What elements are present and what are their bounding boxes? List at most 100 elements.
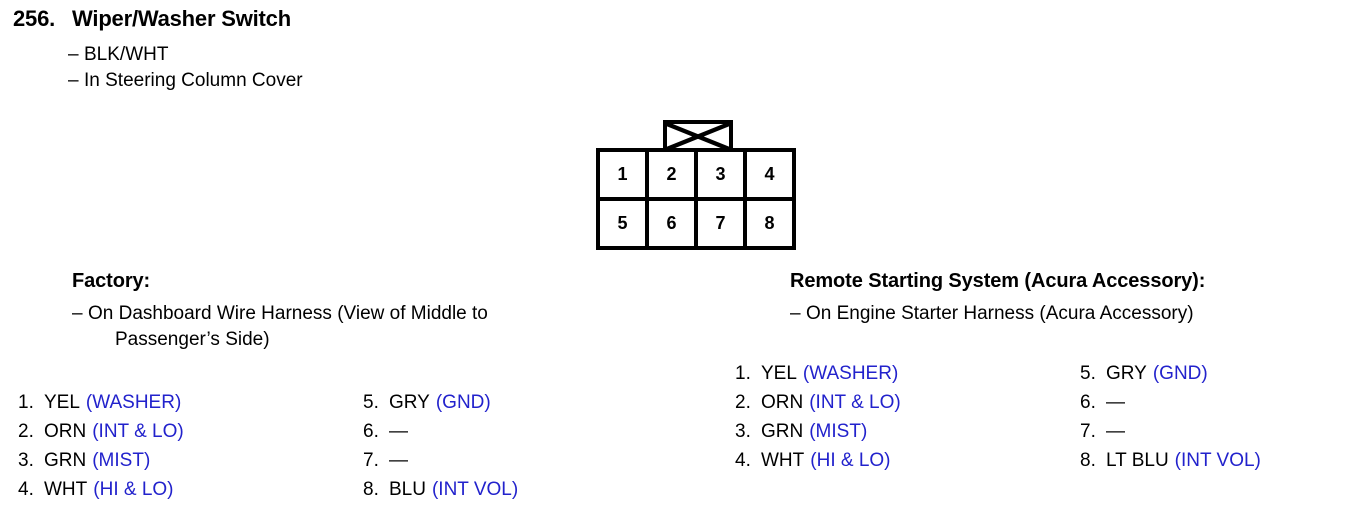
connector-pin-8: 8 (764, 213, 775, 233)
pin-wire-color: GRY (1106, 363, 1147, 384)
pin-wire-color: YEL (761, 363, 797, 384)
connector-pin-2: 2 (649, 152, 698, 197)
header-notes: –BLK/WHT –In Steering Column Cover (68, 42, 303, 94)
list-item: 1. YEL (WASHER) (735, 359, 1080, 388)
factory-pin-lists: 1. YEL (WASHER) 2. ORN (INT & LO) 3. GRN… (18, 388, 708, 504)
pin-number: 7. (363, 450, 379, 471)
remote-harness-note: –On Engine Starter Harness (Acura Access… (790, 301, 1205, 327)
connector-pin-7: 7 (698, 201, 747, 246)
connector-pin-6: 6 (649, 201, 698, 246)
pin-wire-color: ORN (44, 421, 87, 442)
list-item: 8. BLU (INT VOL) (363, 475, 708, 504)
remote-pin-list-left: 1. YEL (WASHER) 2. ORN (INT & LO) 3. GRN… (735, 359, 1080, 475)
factory-section-notes: –On Dashboard Wire Harness (View of Midd… (72, 301, 488, 353)
pin-function: (GND) (1152, 363, 1208, 384)
pin-number: 2. (18, 421, 34, 442)
pin-function: (INT & LO) (92, 421, 184, 442)
list-item: 4. WHT (HI & LO) (18, 475, 363, 504)
list-item: 5. GRY (GND) (1080, 359, 1350, 388)
pin-wire-color: GRY (389, 392, 430, 413)
pin-function: (GND) (435, 392, 491, 413)
remote-section-notes: –On Engine Starter Harness (Acura Access… (790, 301, 1205, 327)
remote-pin-lists: 1. YEL (WASHER) 2. ORN (INT & LO) 3. GRN… (735, 359, 1350, 475)
factory-section-title: Factory: (72, 270, 151, 292)
connector-row-bottom: 5 6 7 8 (600, 201, 792, 246)
list-item: 7. — (1080, 417, 1350, 446)
remote-section: Remote Starting System (Acura Accessory)… (790, 270, 1205, 327)
crossed-x-tab-icon (667, 124, 729, 149)
entry-title: Wiper/Washer Switch (72, 6, 291, 31)
pin-wire-color: — (1106, 421, 1125, 442)
pin-number: 5. (1080, 363, 1096, 384)
pin-number: 8. (363, 479, 379, 500)
pin-wire-color: LT BLU (1106, 450, 1169, 471)
pin-number: 4. (18, 479, 34, 500)
dash-bullet-icon: – (68, 44, 79, 65)
pin-wire-color: BLU (389, 479, 426, 500)
list-item: 2. ORN (INT & LO) (735, 388, 1080, 417)
pin-number: 5. (363, 392, 379, 413)
pin-wire-color: — (389, 450, 408, 471)
connector-pin-5: 5 (600, 201, 649, 246)
pin-function: (MIST) (92, 450, 151, 471)
entry-header: 256. Wiper/Washer Switch (13, 6, 291, 32)
connector-pin-4: 4 (764, 164, 775, 184)
dash-bullet-icon: – (72, 303, 83, 324)
list-item: 2. ORN (INT & LO) (18, 417, 363, 446)
pin-wire-color: — (389, 421, 408, 442)
pin-function: (INT VOL) (431, 479, 519, 500)
list-item: 3. GRN (MIST) (18, 446, 363, 475)
factory-harness-note-text: On Dashboard Wire Harness (View of Middl… (88, 303, 488, 324)
factory-section: Factory: –On Dashboard Wire Harness (Vie… (72, 270, 488, 353)
pin-function: (WASHER) (802, 363, 899, 384)
remote-harness-note-text: On Engine Starter Harness (Acura Accesso… (806, 303, 1194, 324)
pin-number: 2. (735, 392, 751, 413)
pin-number: 3. (18, 450, 34, 471)
list-item: 3. GRN (MIST) (735, 417, 1080, 446)
entry-number: 256. (13, 6, 56, 31)
connector-pin-grid: 1 2 3 4 5 6 7 8 (596, 148, 796, 250)
pin-number: 6. (363, 421, 379, 442)
dash-bullet-icon: – (790, 303, 801, 324)
header-note-wire-color: –BLK/WHT (68, 42, 303, 68)
pin-wire-color: — (1106, 392, 1125, 413)
list-item: 7. — (363, 446, 708, 475)
pin-function: (INT VOL) (1174, 450, 1261, 471)
header-note-text: BLK/WHT (84, 44, 169, 65)
pin-number: 6. (1080, 392, 1096, 413)
list-item: 8. LT BLU (INT VOL) (1080, 446, 1350, 475)
pin-wire-color: YEL (44, 392, 80, 413)
list-item: 6. — (363, 417, 708, 446)
list-item: 6. — (1080, 388, 1350, 417)
pin-number: 3. (735, 421, 751, 442)
pin-function: (WASHER) (85, 392, 182, 413)
pin-number: 8. (1080, 450, 1096, 471)
connector-row-top: 1 2 3 4 (600, 152, 792, 201)
dash-bullet-icon: – (68, 70, 79, 91)
pin-function: (MIST) (809, 421, 868, 442)
list-item: 4. WHT (HI & LO) (735, 446, 1080, 475)
pin-wire-color: WHT (44, 479, 88, 500)
pin-function: (HI & LO) (93, 479, 174, 500)
remote-section-title: Remote Starting System (Acura Accessory)… (790, 270, 1206, 292)
header-note-location: –In Steering Column Cover (68, 68, 303, 94)
factory-pin-list-left: 1. YEL (WASHER) 2. ORN (INT & LO) 3. GRN… (18, 388, 363, 504)
pin-wire-color: WHT (761, 450, 805, 471)
factory-pin-list-right: 5. GRY (GND) 6. — 7. — 8. BLU (INT VOL) (363, 388, 708, 504)
pin-number: 4. (735, 450, 751, 471)
pin-function: (INT & LO) (809, 392, 901, 413)
remote-pin-list-right: 5. GRY (GND) 6. — 7. — 8. LT BLU (INT VO… (1080, 359, 1350, 475)
pin-number: 1. (18, 392, 34, 413)
list-item: 5. GRY (GND) (363, 388, 708, 417)
list-item: 1. YEL (WASHER) (18, 388, 363, 417)
connector-pin-1: 1 (600, 152, 649, 197)
factory-harness-note-continued: Passenger’s Side) (115, 329, 270, 350)
pin-number: 1. (735, 363, 751, 384)
pin-wire-color: ORN (761, 392, 804, 413)
pin-wire-color: GRN (44, 450, 87, 471)
connector-pin-3: 3 (698, 152, 747, 197)
connector-locking-tab (663, 120, 733, 149)
header-note-text: In Steering Column Cover (84, 70, 303, 91)
pin-wire-color: GRN (761, 421, 804, 442)
pin-number: 7. (1080, 421, 1096, 442)
